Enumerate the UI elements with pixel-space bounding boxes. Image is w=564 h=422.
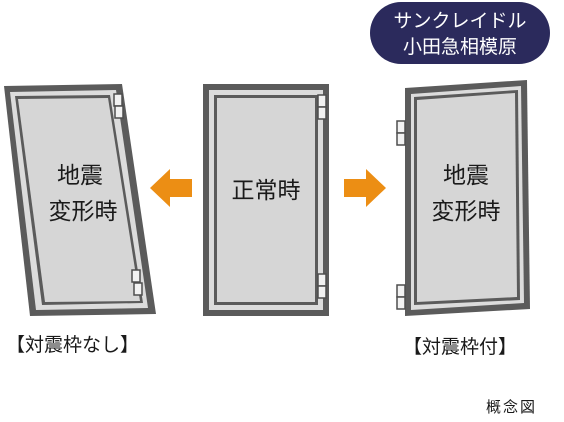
right-door-panel: [417, 93, 517, 302]
left-door-hinge-4: [133, 282, 143, 296]
left-door-label-line2: 変形時: [49, 199, 118, 225]
left-door: [4, 84, 156, 316]
left-arrow-icon: [150, 169, 192, 207]
concept-diagram-note: 概念図: [486, 398, 538, 416]
right-door-label-line2: 変形時: [432, 199, 501, 225]
property-badge-line1: サンクレイドル: [393, 10, 527, 32]
center-door: [203, 84, 329, 316]
center-door-hinge-2: [317, 106, 327, 120]
caption-with-frame: 【対震枠付】: [403, 336, 518, 358]
right-arrow-icon: [344, 169, 386, 207]
center-door-hinge-1: [317, 94, 327, 108]
left-door-label-line1: 地震: [57, 163, 103, 189]
right-door-hinge-3: [396, 284, 406, 298]
right-door-hinge-4: [396, 296, 406, 310]
property-badge-line2: 小田急相模原: [402, 36, 517, 58]
right-door-hinge-2: [396, 132, 406, 146]
center-door-label: 正常時: [232, 178, 301, 204]
left-door-hinge-1: [113, 93, 123, 107]
right-door-label-line1: 地震: [443, 163, 489, 189]
caption-without-frame: 【対震枠なし】: [6, 334, 140, 356]
right-door: [396, 80, 530, 316]
left-door-hinge-3: [131, 269, 141, 283]
center-door-panel: [217, 98, 315, 302]
left-door-hinge-2: [114, 105, 124, 119]
right-door-hinge-1: [396, 120, 406, 134]
left-door-panel: [18, 98, 140, 302]
center-door-hinge-4: [317, 285, 327, 299]
property-badge: サンクレイドル 小田急相模原: [370, 2, 550, 64]
center-door-hinge-3: [317, 273, 327, 287]
